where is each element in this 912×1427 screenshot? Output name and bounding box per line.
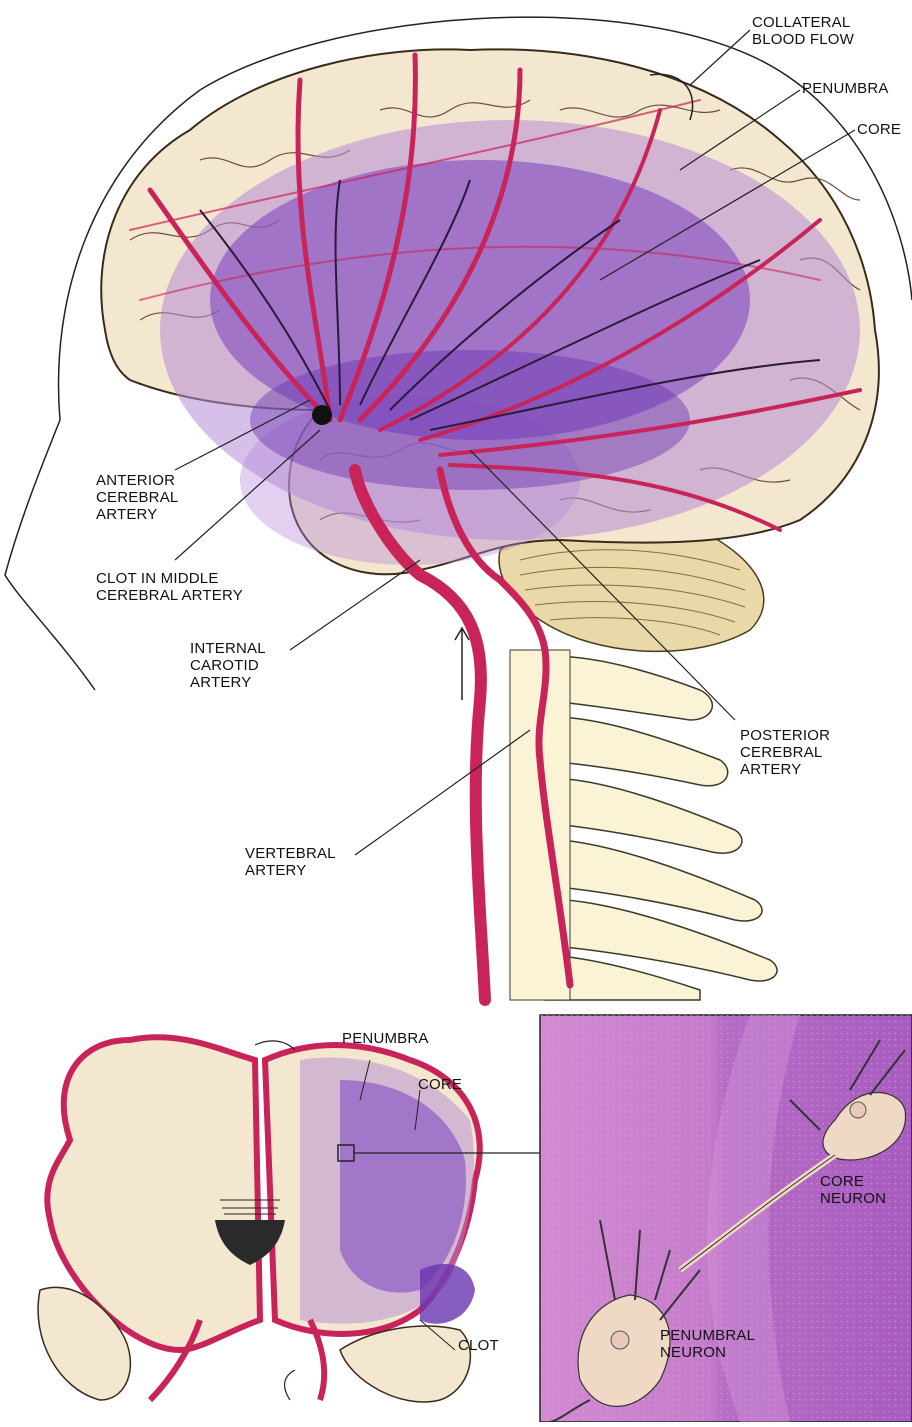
label-collateral-blood-flow: COLLATERAL BLOOD FLOW bbox=[752, 14, 854, 48]
label-line: CEREBRAL bbox=[96, 489, 178, 506]
label-core-neuron: CORE NEURON bbox=[820, 1173, 886, 1207]
label-penumbra-top: PENUMBRA bbox=[802, 80, 889, 97]
label-line: ANTERIOR bbox=[96, 472, 178, 489]
label-line: CEREBRAL ARTERY bbox=[96, 587, 243, 604]
label-line: INTERNAL bbox=[190, 640, 266, 657]
carotid-arrow bbox=[455, 628, 469, 700]
label-vertebral-artery: VERTEBRAL ARTERY bbox=[245, 845, 336, 879]
label-penumbra-bottom: PENUMBRA bbox=[342, 1030, 429, 1047]
label-line: PENUMBRAL bbox=[660, 1327, 755, 1344]
label-line: NEURON bbox=[820, 1190, 886, 1207]
label-line: CORE bbox=[857, 121, 901, 138]
label-line: ARTERY bbox=[190, 674, 266, 691]
label-line: CORE bbox=[820, 1173, 886, 1190]
label-line: CLOT bbox=[458, 1337, 499, 1354]
label-line: ARTERY bbox=[740, 761, 830, 778]
label-line: CAROTID bbox=[190, 657, 266, 674]
label-line: CORE bbox=[418, 1076, 462, 1093]
label-line: ARTERY bbox=[245, 862, 336, 879]
label-line: CEREBRAL bbox=[740, 744, 830, 761]
label-penumbral-neuron: PENUMBRAL NEURON bbox=[660, 1327, 755, 1361]
label-anterior-cerebral-artery: ANTERIOR CEREBRAL ARTERY bbox=[96, 472, 178, 523]
label-posterior-cerebral-artery: POSTERIOR CEREBRAL ARTERY bbox=[740, 727, 830, 778]
label-line: POSTERIOR bbox=[740, 727, 830, 744]
label-core-top: CORE bbox=[857, 121, 901, 138]
label-line: VERTEBRAL bbox=[245, 845, 336, 862]
label-internal-carotid-artery: INTERNAL CAROTID ARTERY bbox=[190, 640, 266, 691]
label-line: PENUMBRA bbox=[802, 80, 889, 97]
label-line: COLLATERAL bbox=[752, 14, 854, 31]
label-clot-bottom: CLOT bbox=[458, 1337, 499, 1354]
clot-marker bbox=[312, 405, 332, 425]
label-line: NEURON bbox=[660, 1344, 755, 1361]
label-clot-in-middle-cerebral-artery: CLOT IN MIDDLE CEREBRAL ARTERY bbox=[96, 570, 243, 604]
label-line: PENUMBRA bbox=[342, 1030, 429, 1047]
label-line: CLOT IN MIDDLE bbox=[96, 570, 243, 587]
label-core-bottom: CORE bbox=[418, 1076, 462, 1093]
label-line: BLOOD FLOW bbox=[752, 31, 854, 48]
label-line: ARTERY bbox=[96, 506, 178, 523]
